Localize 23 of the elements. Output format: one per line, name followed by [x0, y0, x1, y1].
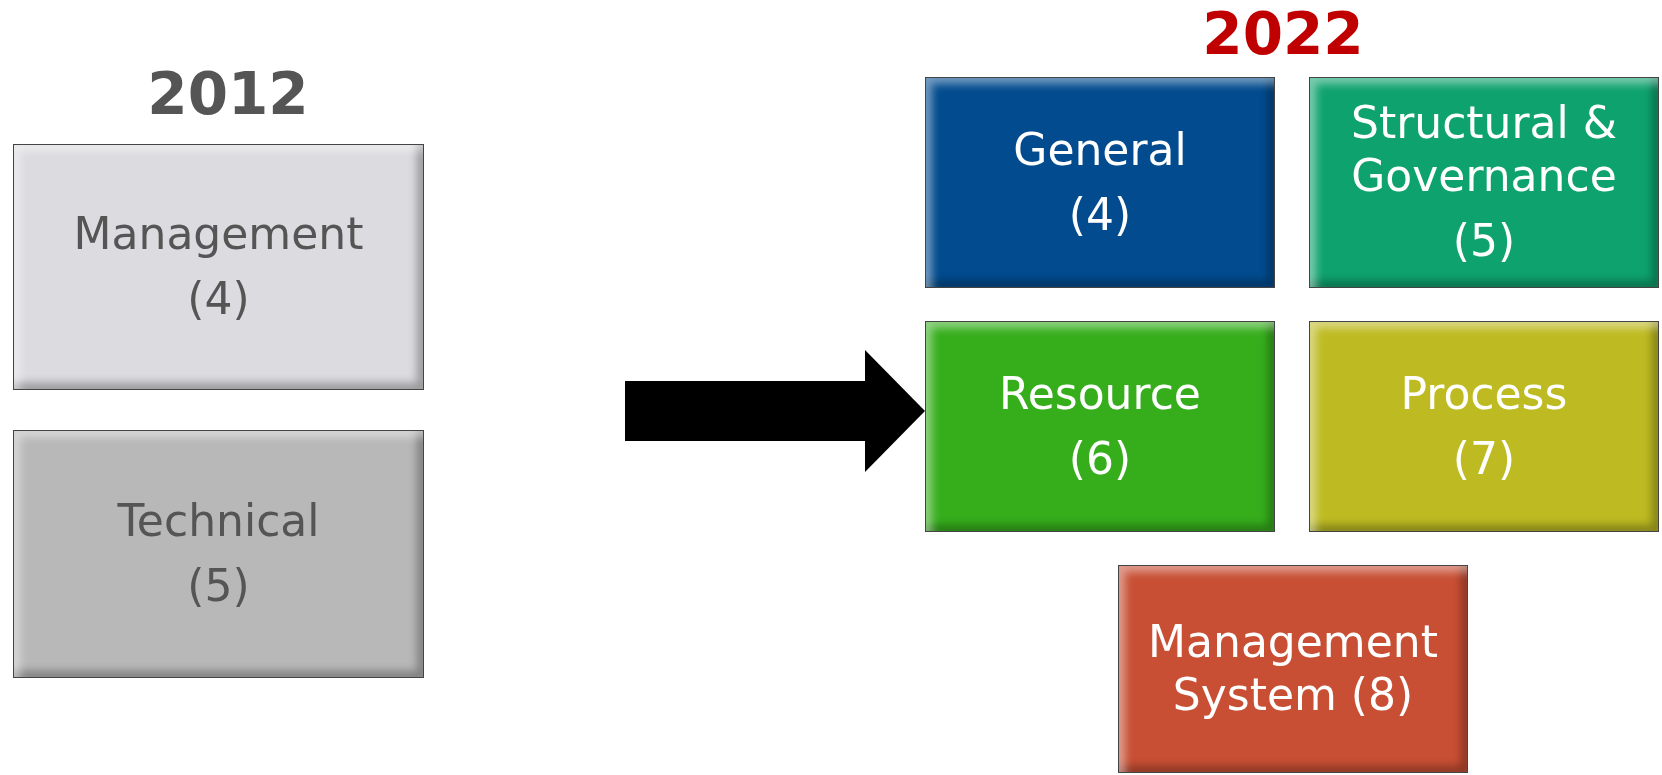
category-box	[925, 321, 1275, 532]
block-arrow	[625, 350, 925, 472]
category-box	[13, 430, 424, 678]
category-box	[1118, 565, 1468, 773]
category-text: (4)	[187, 273, 250, 326]
category-text: (5)	[1452, 214, 1516, 268]
category-text: Technical	[117, 495, 320, 548]
category-text: Management System (8)	[1147, 616, 1439, 722]
category-text: (4)	[1068, 188, 1132, 242]
category-text: General	[1013, 123, 1187, 177]
year-heading: 2012	[147, 60, 309, 128]
category-text: Resource	[999, 367, 1201, 421]
category-box	[13, 144, 424, 390]
year-heading: 2022	[1202, 0, 1364, 68]
category-text: (5)	[187, 560, 250, 613]
category-text: (7)	[1452, 432, 1516, 486]
category-text: (6)	[1068, 432, 1132, 486]
category-text: Management	[73, 208, 364, 261]
category-box	[1309, 77, 1659, 288]
category-text: Process	[1400, 367, 1568, 421]
category-box	[925, 77, 1275, 288]
category-text: Structural & Governance	[1349, 97, 1619, 203]
category-box	[1309, 321, 1659, 532]
